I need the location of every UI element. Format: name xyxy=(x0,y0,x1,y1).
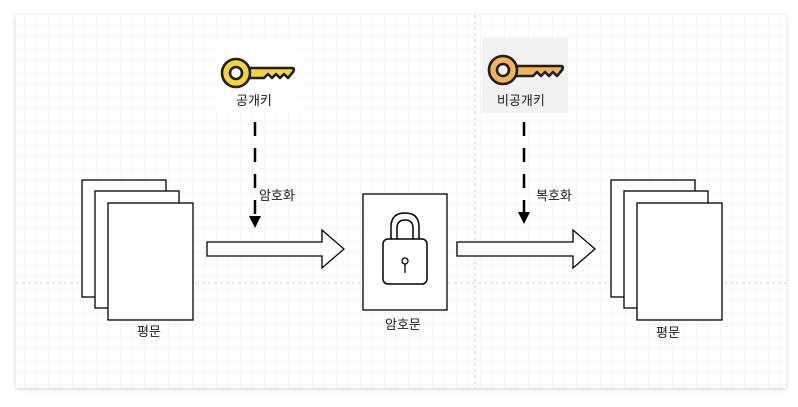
decrypt-label: 복호화 xyxy=(536,189,572,204)
plaintext-right-label: 평문 xyxy=(656,326,680,341)
encrypt-dashed-arrow xyxy=(249,122,261,228)
public-key-icon xyxy=(215,40,301,112)
ciphertext-label: 암호문 xyxy=(385,318,421,333)
private-key-icon xyxy=(482,38,568,113)
decrypt-dashed-arrow xyxy=(518,122,530,224)
public-key-label: 공개키 xyxy=(236,94,272,109)
arrow-right-icon-1 xyxy=(206,228,345,270)
arrow-right-icon-2 xyxy=(456,228,596,270)
private-key-label: 비공개키 xyxy=(497,94,545,109)
plaintext-left-label: 평문 xyxy=(137,325,161,340)
plaintext-left-document-stack xyxy=(81,179,194,321)
encrypt-label: 암호화 xyxy=(259,189,295,204)
plaintext-right-document-stack xyxy=(610,179,723,321)
padlock-icon xyxy=(382,212,428,285)
